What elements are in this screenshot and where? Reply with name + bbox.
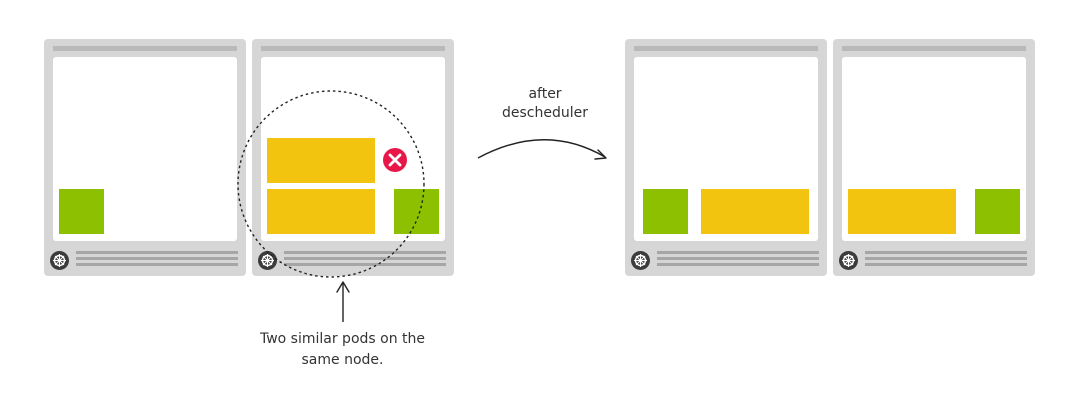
node-status-lines [865,251,1027,269]
node-status-lines [284,251,446,269]
pod-green [643,189,688,234]
pod-green [394,189,439,234]
note-line-1: Two similar pods on the [259,331,426,347]
node-header-bar [261,46,445,51]
pod-green [975,189,1020,234]
node-footer [48,248,242,272]
node-footer [629,248,823,272]
note-line-2: same node. [301,352,384,368]
node-after-2 [833,39,1035,276]
node-header-bar [842,46,1026,51]
node-before-1 [44,39,246,276]
pod-yellow-rescheduled [701,189,809,234]
node-after-1 [625,39,827,276]
node-status-lines [76,251,238,269]
pod-yellow-duplicate [267,138,375,183]
pod-yellow [848,189,956,234]
node-status-lines [657,251,819,269]
node-footer [256,248,450,272]
kubernetes-wheel-icon [631,251,650,270]
pod-yellow [267,189,375,234]
node-footer [837,248,1031,272]
kubernetes-wheel-icon [50,251,69,270]
arrow-label-descheduler: descheduler [502,105,588,121]
close-icon [383,148,407,172]
node-header-bar [53,46,237,51]
duplicate-pods-highlight-circle [237,90,425,278]
pod-green [59,189,104,234]
node-header-bar [634,46,818,51]
descheduler-arrow-head [594,149,607,160]
kubernetes-wheel-icon [258,251,277,270]
kubernetes-wheel-icon [839,251,858,270]
arrow-label-after: after [528,86,562,102]
descheduler-arrow [477,139,606,159]
note-pointer-arrow-head [336,281,350,293]
